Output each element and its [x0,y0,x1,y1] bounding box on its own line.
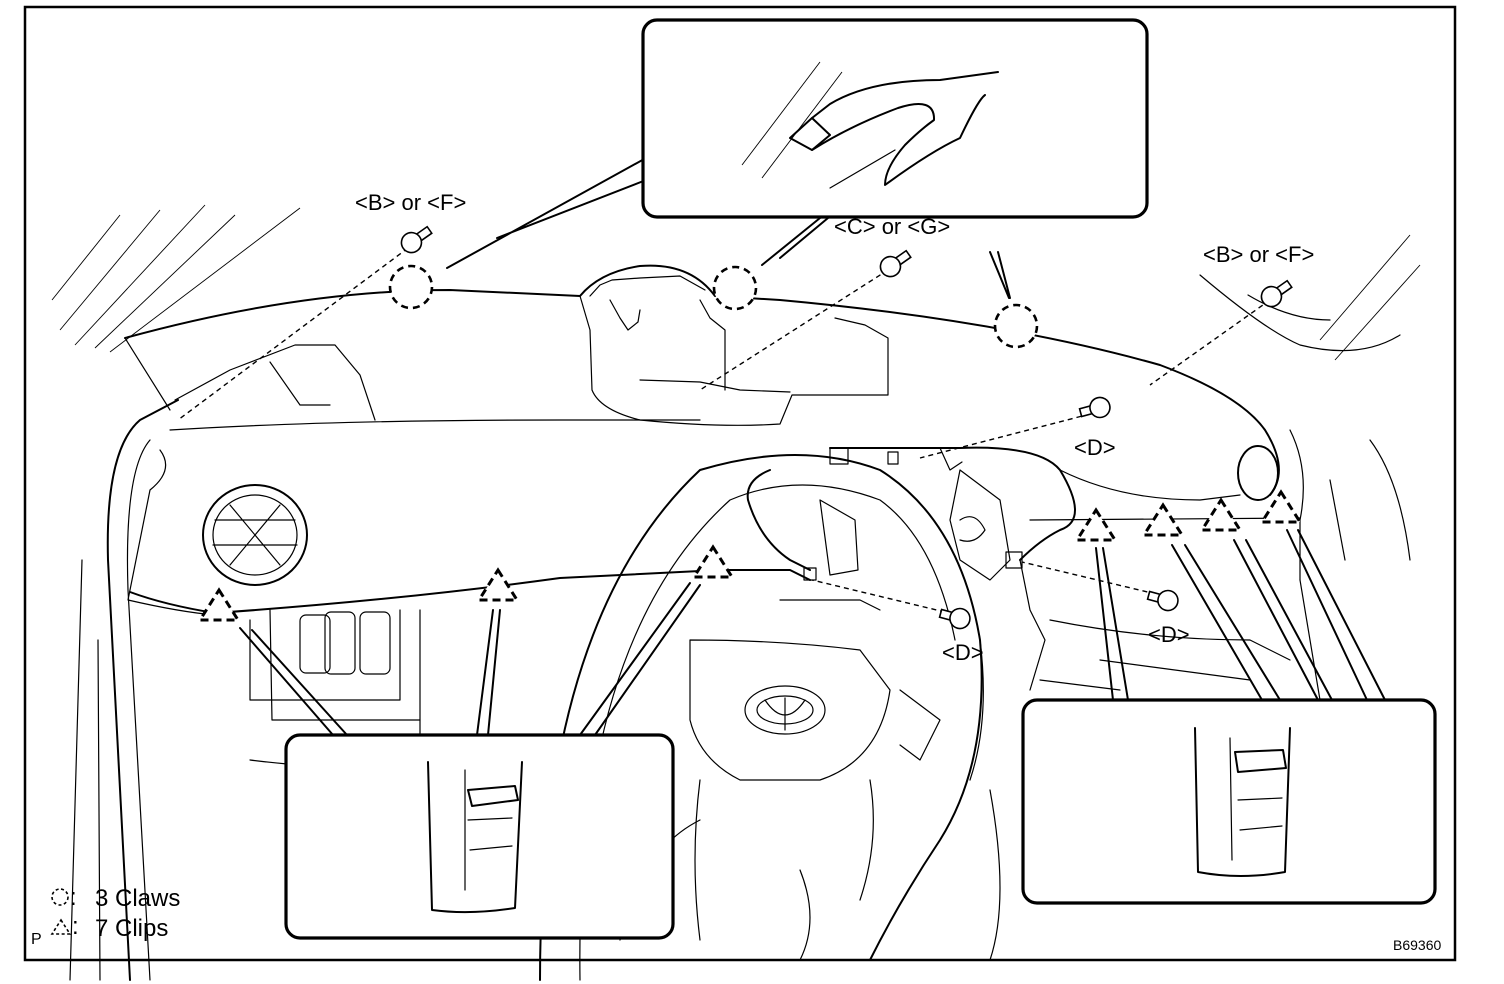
fastener-labels: <B> or <F> <C> or <G> <B> or <F> <D> <D>… [355,190,1314,665]
screws [177,225,1293,630]
clip-marker-7 [1259,489,1303,524]
a-pillar-right [1199,274,1401,352]
steering-wheel [539,454,984,981]
label-b-or-f-left: <B> or <F> [355,190,466,215]
callout-leaders [239,157,1386,736]
clip-marker-4 [1074,507,1118,542]
screw-icon [1078,396,1111,419]
label-d-lower-center: <D> [942,640,984,665]
callout-claw-detail [641,18,1149,219]
screw-icon [400,225,433,254]
legend-colon-clips: : [72,913,79,940]
legend-colon-claws: : [70,884,77,911]
screw-icon [879,249,912,278]
callout-clip-detail-right [1021,698,1437,905]
screw-icon [1146,589,1179,612]
screw-icon [938,607,971,630]
left-round-vent [202,484,308,586]
clips [197,489,1303,622]
label-d-lower-right: <D> [1148,622,1190,647]
gauge-cluster-opening [746,446,1076,571]
claw-marker-left [388,264,434,310]
center-vent-cluster [579,295,889,426]
right-round-vent [1237,445,1279,501]
clip-marker-6 [1199,497,1243,532]
switch-panel [249,609,421,721]
label-c-or-g: <C> or <G> [834,214,950,239]
dashed-triangle-icon [50,918,72,935]
claws [388,264,1039,349]
screw-icon [1260,279,1293,308]
claw-marker-right [993,303,1039,349]
legend-prefix-mark: P [31,931,42,948]
claw-marker-center [712,265,758,311]
clip-marker-3 [691,544,735,579]
outer-frame [23,5,1457,962]
figure-code: B69360 [1393,937,1441,953]
dashboard-top-outline [124,264,1280,496]
clip-marker-1 [197,587,241,622]
legend-clips-label: 7 Clips [95,915,168,942]
callout-clip-detail-left [284,733,675,940]
clip-marker-5 [1141,502,1185,537]
label-d-upper: <D> [1074,435,1116,460]
windshield-hatching [51,44,1421,361]
label-b-or-f-right: <B> or <F> [1203,242,1314,267]
clip-marker-2 [476,567,520,602]
legend-claws-label: 3 Claws [95,885,180,912]
legend: : 3 Claws P : 7 Clips [31,884,180,948]
a-pillar-left [106,399,179,981]
dashed-circle-icon [51,888,69,906]
